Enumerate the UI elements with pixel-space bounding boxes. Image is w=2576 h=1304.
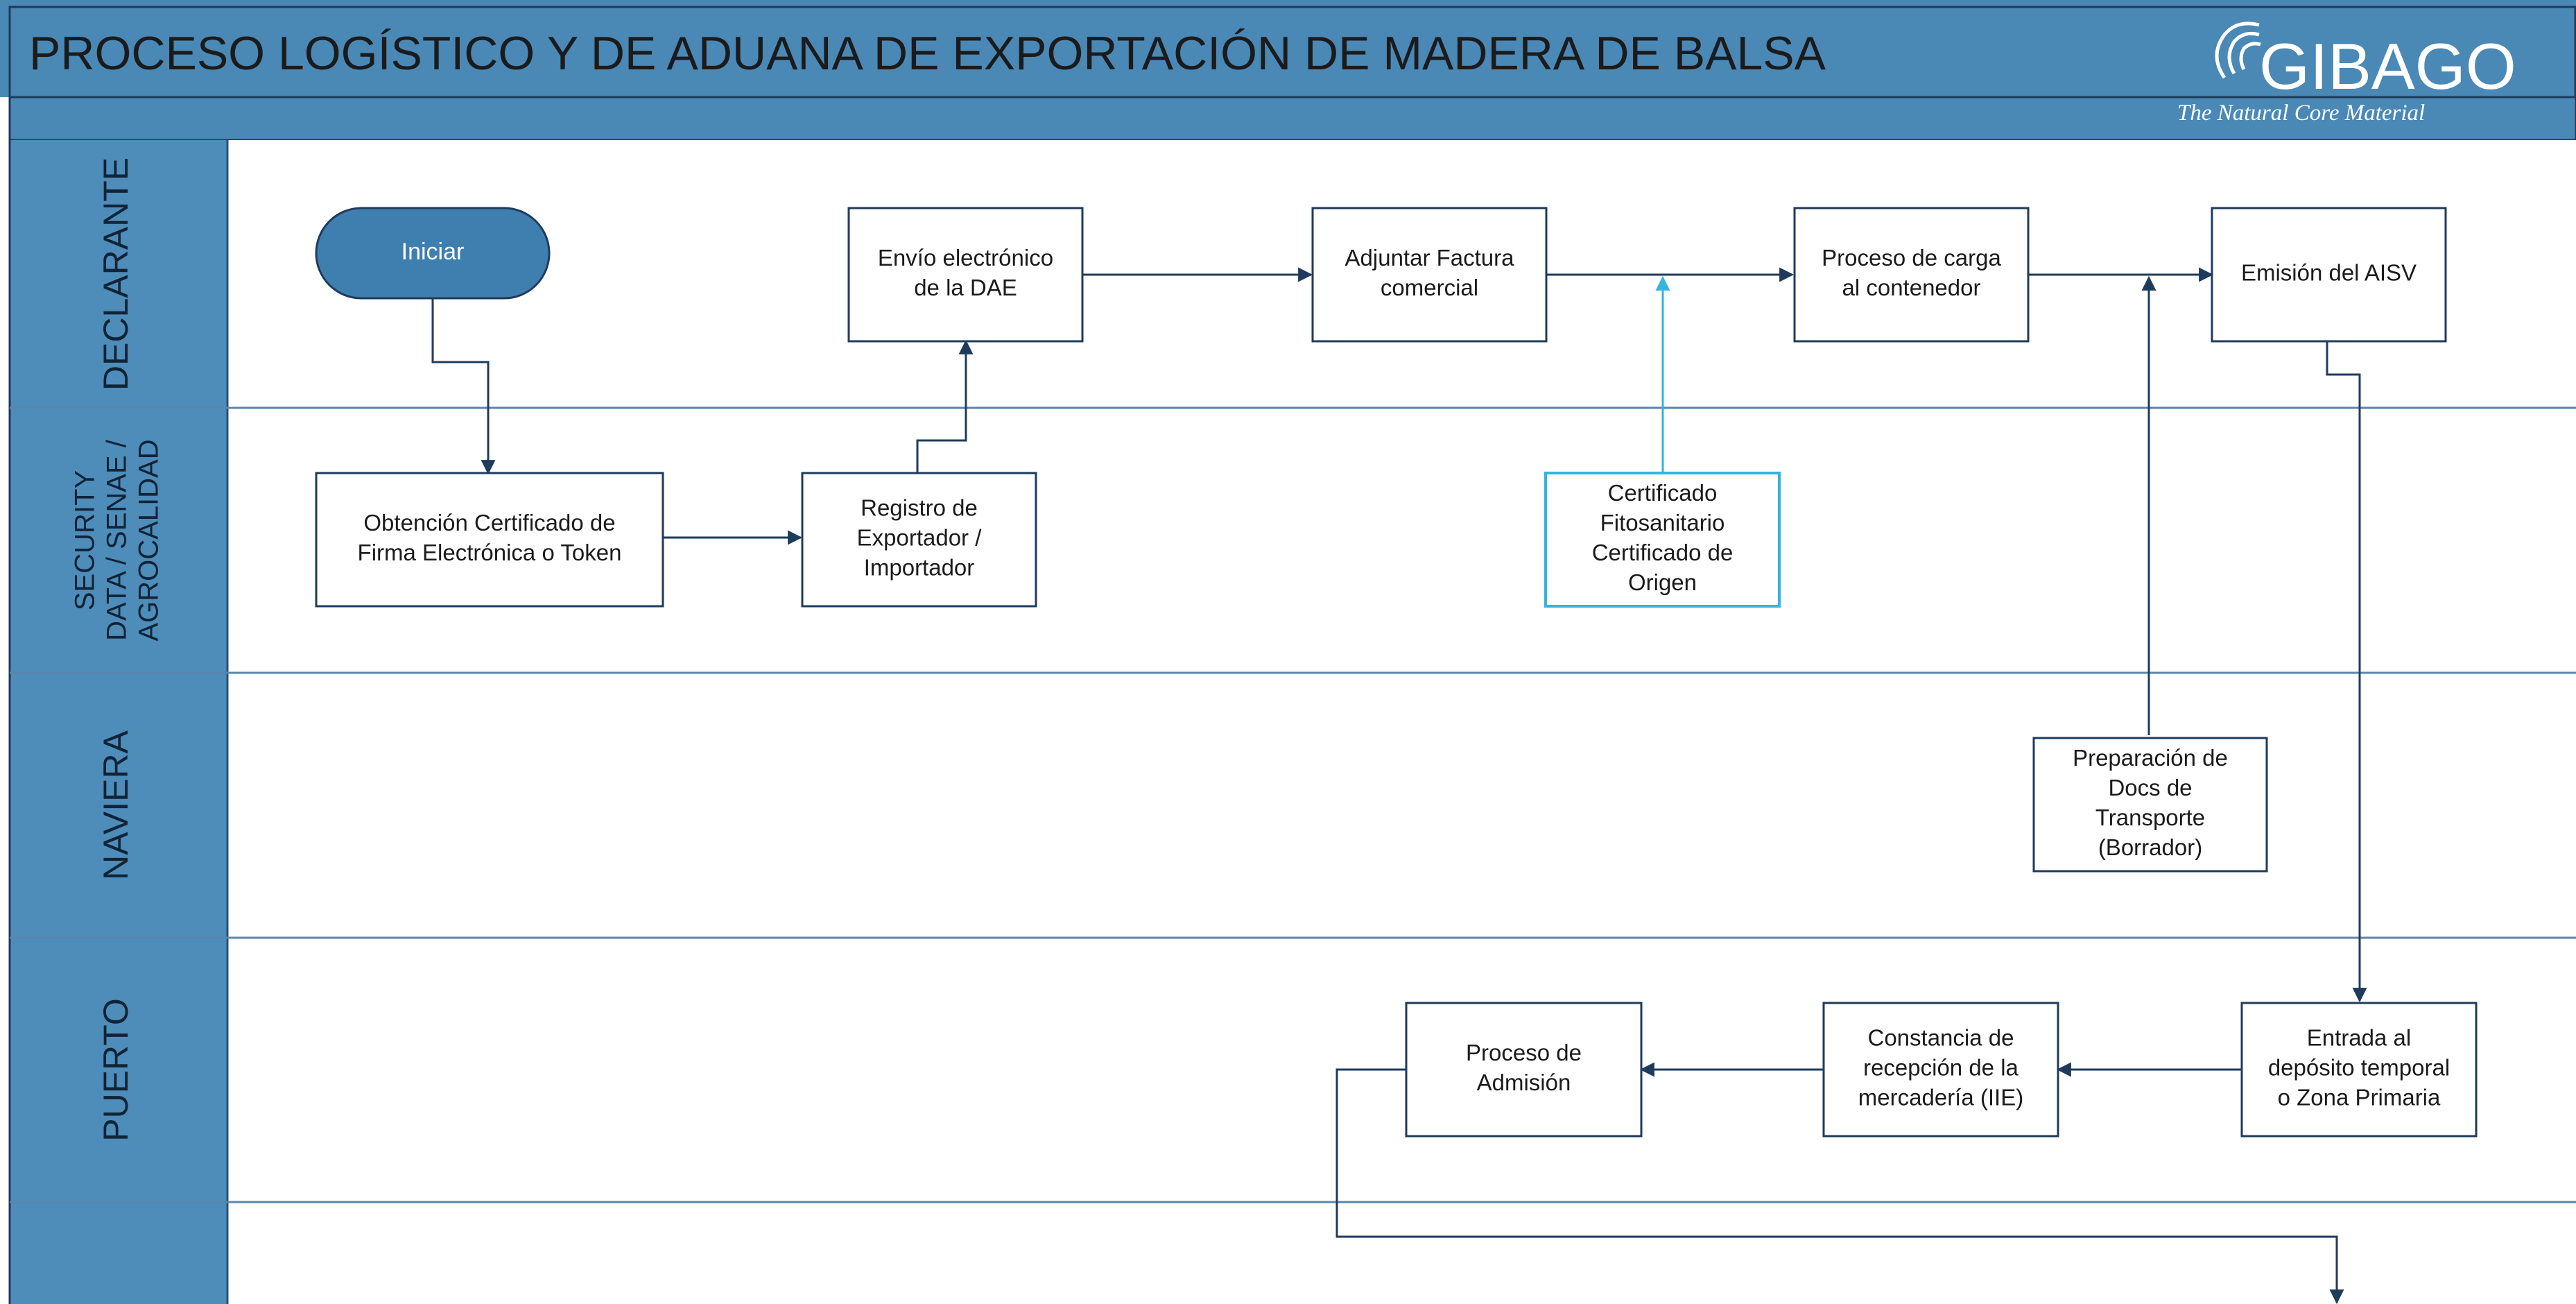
- node-label: Transporte: [2095, 805, 2205, 830]
- node-label: Entrada al: [2307, 1025, 2411, 1051]
- node-label: Obtención Certificado de: [363, 510, 615, 535]
- node-label: Exportador /: [857, 525, 983, 551]
- lane-label-naviera: NAVIERA: [96, 730, 135, 880]
- node-shape: [1793, 207, 2030, 343]
- node-emision-aisv: Emisión del AISV: [2211, 207, 2447, 343]
- node-shape: [1311, 207, 1548, 343]
- node-preparacion-docs: Preparación de Docs de Transporte (Borrador…: [2032, 737, 2268, 873]
- node-shape: [315, 472, 664, 608]
- node-label: Certificado: [1608, 480, 1718, 506]
- node-shape: [315, 207, 551, 300]
- lane-label-text: DATA / SENAE /: [102, 439, 132, 641]
- header-bar: [0, 0, 2576, 97]
- node-label: Docs de: [2108, 775, 2192, 800]
- node-label: Preparación de: [2073, 745, 2228, 771]
- node-label: de la DAE: [914, 275, 1017, 300]
- logo-tagline: The Natural Core Material: [2177, 101, 2425, 126]
- node-label: Constancia de: [1868, 1025, 2014, 1051]
- company-logo: GIBAGO The Natural Core Material: [2177, 22, 2516, 126]
- node-label: Iniciar: [401, 239, 465, 265]
- swimlane-frame: [10, 140, 2576, 1304]
- node-label: Firma Electrónica o Token: [358, 540, 622, 565]
- node-proceso-carga: Proceso de carga al contenedor: [1793, 207, 2030, 343]
- node-shape: [801, 472, 1037, 608]
- node-label: Fitosanitario: [1600, 510, 1725, 535]
- node-label: Registro de: [861, 495, 978, 521]
- node-label: Adjuntar Factura: [1345, 245, 1515, 271]
- node-label: Emisión del AISV: [2241, 260, 2417, 286]
- lane-label-text: AGROCALIDAD: [134, 439, 164, 641]
- lane-label-declarante: DECLARANTE: [96, 157, 135, 391]
- node-shape: [2240, 1002, 2478, 1138]
- node-proceso-admision: Proceso de Admisión: [1405, 1002, 1643, 1138]
- logo-mark-icon: [2215, 22, 2261, 79]
- header-subbar: [8, 96, 2576, 141]
- node-shape: [847, 207, 1084, 343]
- lane-label-text: PUERTO: [96, 998, 135, 1142]
- node-shape: [2032, 737, 2268, 873]
- lane-label-text: SECURITY: [70, 470, 101, 610]
- node-label: o Zona Primaria: [2278, 1085, 2441, 1110]
- logo-name: GIBAGO: [2259, 30, 2516, 103]
- arrow-emision-to-entrada: [2326, 341, 2367, 1003]
- node-label: comercial: [1381, 275, 1478, 300]
- node-adjuntar-factura: Adjuntar Factura comercial: [1311, 207, 1548, 343]
- node-shape: [1822, 1002, 2059, 1138]
- node-iniciar: Iniciar: [315, 207, 551, 300]
- page-title: PROCESO LOGÍSTICO Y DE ADUANA DE EXPORTA…: [29, 27, 1826, 80]
- node-label: (Borrador): [2098, 834, 2202, 860]
- node-label: Proceso de: [1466, 1040, 1582, 1065]
- node-label: al contenedor: [1842, 275, 1981, 300]
- node-constancia-recepcion: Constancia de recepción de la mercadería (…: [1822, 1002, 2059, 1138]
- node-label: Envío electrónico: [878, 245, 1053, 271]
- node-shape: [1405, 1002, 1643, 1138]
- arrow-admision-to-next: [1335, 1068, 2344, 1304]
- node-label: Origen: [1628, 569, 1697, 595]
- arrow-iniciar-to-obtencion: [431, 298, 496, 475]
- lane-label-text: NAVIERA: [96, 730, 135, 880]
- node-envio-dae: Envío electrónico de la DAE: [847, 207, 1084, 343]
- node-label: Certificado de: [1592, 540, 1734, 565]
- node-label: mercadería (IIE): [1858, 1085, 2023, 1110]
- lane-label-puerto: PUERTO: [96, 998, 135, 1142]
- node-shape: [1544, 472, 1781, 608]
- node-label: depósito temporal: [2268, 1055, 2450, 1081]
- node-obtencion-certificado: Obtención Certificado de Firma Electrónic…: [315, 472, 664, 608]
- node-label: recepción de la: [1863, 1055, 2019, 1081]
- node-shape: [2211, 207, 2447, 343]
- node-entrada-deposito: Entrada al depósito temporal o Zona Primar…: [2240, 1002, 2478, 1138]
- connectors: [431, 267, 2367, 1304]
- node-label: Admisión: [1477, 1070, 1571, 1095]
- lane-label-text: DECLARANTE: [96, 157, 135, 391]
- process-nodes: Iniciar Envío electrónico de la DAE Adjunta…: [315, 207, 2478, 1138]
- node-registro-exportador: Registro de Exportador / Importador: [801, 472, 1037, 608]
- arrow-registro-to-envio: [916, 339, 974, 473]
- lane-label-column: [10, 140, 227, 1304]
- node-label: Proceso de carga: [1822, 245, 2001, 271]
- node-label: Importador: [864, 555, 975, 581]
